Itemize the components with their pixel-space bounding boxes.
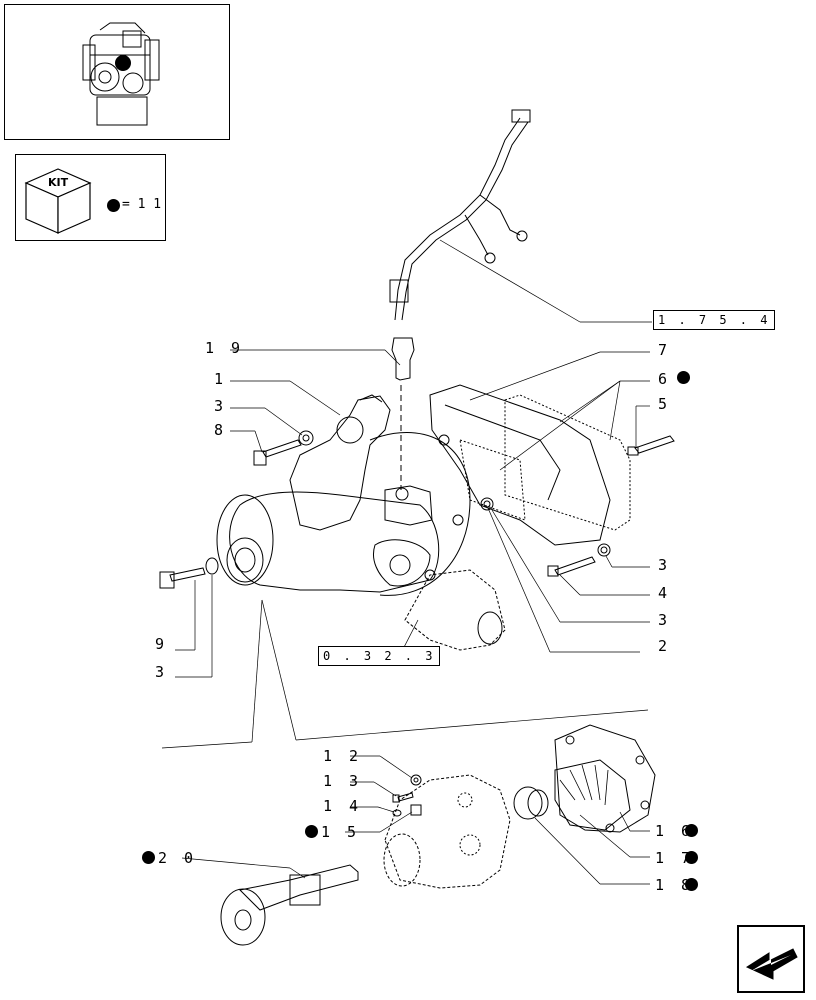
next-page-arrow-icon [745, 948, 798, 980]
kit-label: KIT [48, 176, 69, 189]
callout-20-dot [142, 851, 155, 864]
callout-17: 1 7 [655, 849, 695, 867]
callout-5: 5 [658, 395, 672, 413]
callout-3d: 3 [155, 663, 169, 681]
callout-2: 2 [658, 637, 672, 655]
callout-15-dot [305, 825, 318, 838]
callout-13: 1 3 [323, 772, 363, 790]
outlet-plate [429, 384, 611, 546]
engine-thumbnail-panel [4, 4, 230, 140]
gasket [504, 394, 631, 531]
wiring-harness [394, 117, 521, 321]
kit-equals: = 1 1 [122, 197, 162, 212]
callout-18-dot [685, 878, 698, 891]
callout-18: 1 8 [655, 876, 695, 894]
reference-elbow[interactable]: 0 . 3 2 . 3 [318, 646, 441, 666]
water-pump-body [229, 491, 440, 593]
callout-7: 7 [658, 341, 672, 359]
callout-4: 4 [658, 584, 672, 602]
callout-6-dot [677, 371, 690, 384]
pump-housing-phantom [384, 774, 511, 889]
callout-16: 1 6 [655, 822, 695, 840]
callout-8: 8 [214, 421, 228, 439]
callout-19: 1 9 [205, 339, 245, 357]
callout-16-dot [685, 824, 698, 837]
callout-14: 1 4 [323, 797, 363, 815]
impeller [554, 759, 631, 831]
next-page-button[interactable] [737, 925, 805, 993]
kit-dot [107, 199, 120, 212]
callout-12: 1 2 [323, 747, 363, 765]
callout-1: 1 [214, 370, 228, 388]
kit-box-icon [24, 168, 92, 234]
thermostat-housing [289, 395, 391, 531]
pump-cover [554, 724, 656, 833]
reference-harness[interactable]: 1 . 7 5 . 4 [653, 310, 776, 330]
callout-3b: 3 [658, 556, 672, 574]
outlet-elbow [404, 569, 506, 651]
callout-6: 6 [658, 370, 672, 388]
callout-3a: 3 [214, 397, 228, 415]
engine-thumbnail-icon [82, 22, 160, 126]
callout-15: 1 5 [321, 823, 361, 841]
callout-20: 2 0 [158, 849, 198, 867]
pump-shaft-bearing [238, 864, 359, 911]
callout-3c: 3 [658, 611, 672, 629]
kit-legend-panel: KIT = 1 1 [15, 154, 166, 241]
temperature-sensor [391, 337, 415, 381]
callout-9: 9 [155, 635, 169, 653]
callout-17-dot [685, 851, 698, 864]
